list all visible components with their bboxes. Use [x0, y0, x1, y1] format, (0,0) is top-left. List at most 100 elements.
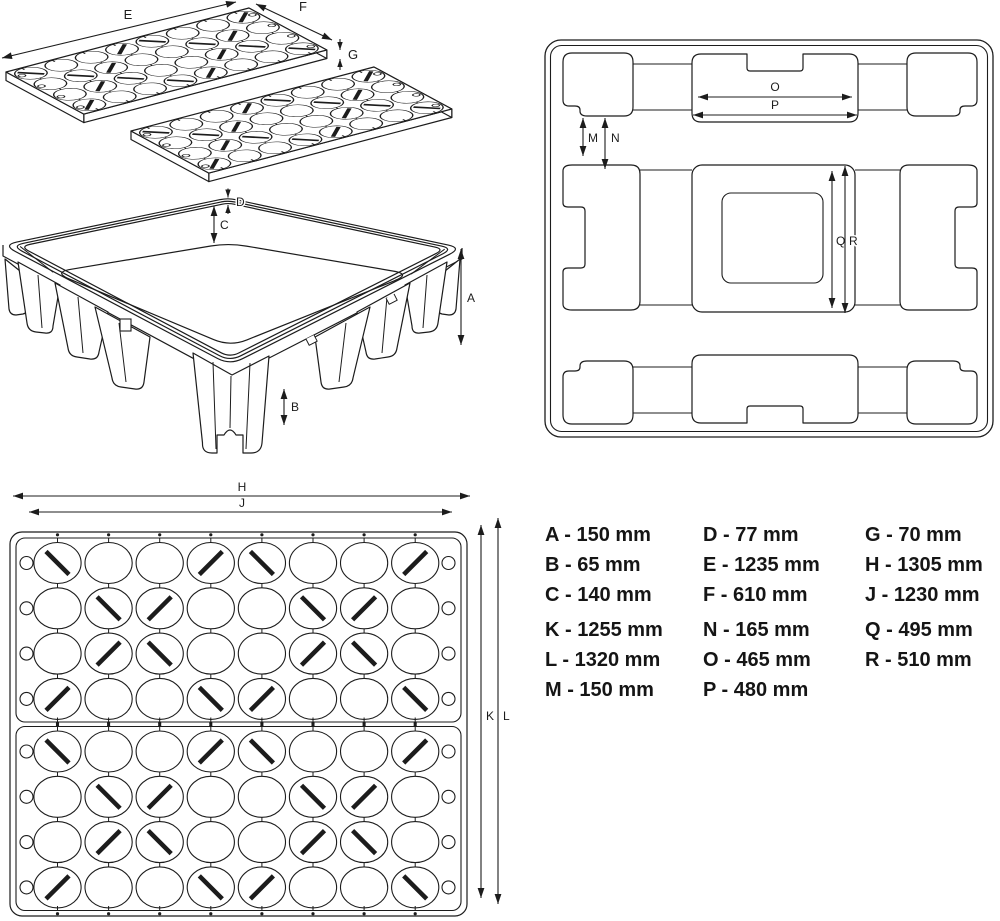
- bottle-hole: [113, 72, 148, 85]
- foot-middle-right: [899, 164, 978, 311]
- bottle-hole: [288, 587, 338, 630]
- dim-label-L: L: [503, 709, 510, 723]
- edge-hole: [19, 835, 34, 850]
- leg-crease: [229, 375, 232, 429]
- bottle-hole: [349, 117, 384, 131]
- slash-mark: [402, 874, 429, 901]
- bottle-hole: [133, 82, 168, 96]
- bottle-hole: [84, 587, 133, 630]
- arrowhead: [13, 492, 23, 500]
- tick-dot: [260, 721, 264, 725]
- bottle-hole: [135, 587, 184, 630]
- slash-mark: [238, 44, 266, 48]
- arrowhead: [494, 518, 502, 528]
- arrowhead: [225, 1, 236, 8]
- foot-center: [691, 164, 856, 313]
- arrowhead: [225, 205, 231, 213]
- bottle-hole: [284, 42, 319, 56]
- dim-C-arrow: [210, 206, 218, 243]
- bottle-hole: [391, 677, 440, 720]
- tick-dot: [158, 721, 162, 725]
- basin-leg: [356, 282, 411, 360]
- arrowhead: [337, 59, 343, 67]
- bottle-hole: [391, 866, 440, 909]
- slash-mark: [117, 44, 127, 55]
- tick-dot: [107, 912, 111, 916]
- legend-entry-R: R - 510 mm: [865, 649, 972, 671]
- bottle-hole: [339, 866, 389, 909]
- arrowhead: [280, 389, 288, 399]
- arrowhead: [841, 166, 849, 176]
- dim-label-B: B: [291, 400, 299, 414]
- grid-plate-2: [138, 70, 444, 171]
- slash-mark: [197, 685, 224, 712]
- legend-entry-A: A - 150 mm: [545, 524, 651, 546]
- edge-hole: [37, 84, 46, 88]
- slash-mark: [351, 783, 378, 810]
- bottle-hole: [33, 587, 82, 630]
- edge-hole: [286, 34, 296, 38]
- slash-mark: [363, 71, 374, 82]
- tick-dot: [413, 912, 417, 916]
- bottle-hole: [215, 29, 250, 42]
- bottle-hole: [193, 66, 228, 80]
- slash-mark: [291, 138, 320, 142]
- slash-mark: [44, 874, 71, 901]
- slash-mark: [116, 76, 145, 80]
- bottle-hole: [33, 866, 82, 909]
- dim-label-M: M: [588, 131, 598, 145]
- wall-crease: [410, 248, 445, 275]
- slash-mark: [197, 874, 224, 901]
- dim-A-arrow: [457, 249, 465, 345]
- legend-entry-D: D - 77 mm: [703, 524, 799, 546]
- edge-hole: [19, 880, 34, 895]
- bottle-hole: [33, 677, 82, 720]
- edge-hole: [441, 555, 456, 571]
- slash-mark: [146, 783, 173, 810]
- slash-mark: [248, 874, 275, 901]
- legend-entry-L: L - 1320 mm: [545, 649, 661, 671]
- grid-plate-holes-2: [19, 721, 456, 916]
- slash-mark: [95, 783, 122, 810]
- dim-E-arrow: [1, 1, 237, 59]
- bottle-hole: [237, 677, 287, 720]
- tick-dot: [311, 533, 315, 537]
- edge-line: [1, 1, 237, 59]
- bottle-hole: [237, 587, 287, 630]
- bottle-hole: [135, 821, 184, 864]
- arrowhead: [494, 894, 502, 904]
- dim-N-arrow: [601, 118, 609, 169]
- foot-top-center: [691, 53, 859, 123]
- bottle-hole: [237, 632, 287, 675]
- legend-entry-G: G - 70 mm: [865, 524, 962, 546]
- bottle-hole: [226, 11, 261, 24]
- bottle-hole: [339, 587, 389, 630]
- bottle-hole: [288, 133, 323, 147]
- dim-B-arrow: [280, 389, 288, 425]
- tick-dot: [311, 721, 315, 725]
- tick-dot: [362, 721, 366, 725]
- slash-mark: [166, 79, 195, 83]
- edge-hole: [441, 646, 456, 661]
- bottle-hole: [52, 88, 87, 101]
- bottle-hole: [409, 101, 444, 115]
- slash-mark: [142, 130, 170, 134]
- tick-dot: [107, 533, 111, 537]
- slash-mark: [106, 62, 117, 73]
- slash-mark: [95, 640, 122, 667]
- slash-mark: [299, 640, 327, 667]
- bottle-hole: [224, 58, 259, 72]
- bottle-hole: [321, 78, 356, 91]
- slash-mark: [44, 738, 71, 765]
- dim-K-arrow: [477, 525, 485, 898]
- bottle-hole: [186, 632, 235, 675]
- bottle-hole: [204, 48, 239, 61]
- dim-O-arrow: [698, 93, 852, 101]
- pallet-outline-inner: [549, 44, 989, 433]
